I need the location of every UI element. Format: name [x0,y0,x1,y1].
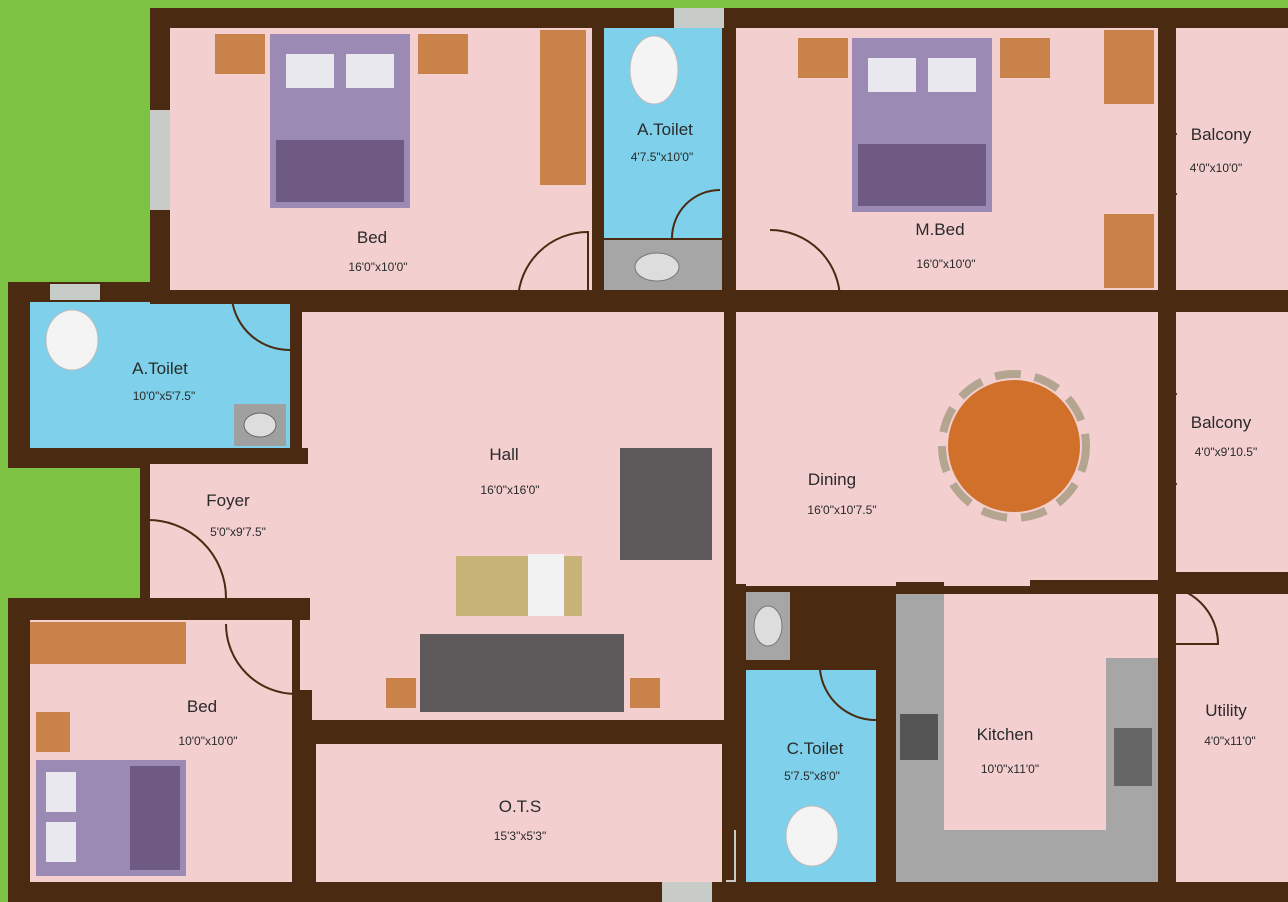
room-name: M.Bed [915,220,964,239]
door [671,189,721,239]
room-name: Dining [808,470,856,489]
master-bed-furniture [798,30,1154,288]
room-name: A.Toilet [637,120,693,139]
interior-walls [8,28,1288,890]
room-name: Bed [357,228,387,247]
room-name: Balcony [1191,125,1252,144]
wardrobe [1104,214,1154,288]
pillow [928,58,976,92]
doors [145,119,1220,722]
door [819,669,877,722]
window [674,8,724,28]
dining-floor [736,312,1158,586]
wardrobe [30,622,186,664]
pillow [286,54,334,88]
wc [45,309,99,371]
armchair [620,448,712,560]
pillow [868,58,916,92]
wc [629,35,679,105]
room-name: Foyer [206,491,250,510]
balcony-top-floor [1176,28,1288,290]
wc [785,805,839,867]
room-size: 4'0"x11'0" [1204,734,1256,748]
wardrobe [1104,30,1154,104]
sofa [420,634,624,712]
side-table [1000,38,1050,78]
room-name: Kitchen [977,725,1034,744]
room-size: 4'7.5"x10'0" [631,150,693,164]
utility-floor [1176,594,1288,882]
door [1159,585,1220,645]
foyer-floor [150,462,310,598]
door [517,230,589,301]
door [231,299,291,352]
window [150,110,170,210]
toilet-fixtures [45,35,839,867]
room-size: 10'0"x5'7.5" [133,389,195,403]
room-size: 5'0"x9'7.5" [210,525,266,539]
room-name: Hall [489,445,518,464]
dining-table [948,380,1080,512]
room-size: 16'0"x16'0" [480,483,539,497]
side-table [418,34,468,74]
room-name: Balcony [1191,413,1252,432]
bed-bottom-furniture [30,622,186,876]
sink [1114,728,1152,786]
room-size: 4'0"x9'10.5" [1195,445,1257,459]
pillow [46,772,76,812]
room-name: O.T.S [499,797,542,816]
door [769,229,841,301]
balcony-mid-floor [1176,312,1288,572]
kitchen-counter [896,594,1158,882]
wardrobe [540,30,586,185]
room-size: 4'0"x10'0" [1190,161,1242,175]
cushion [528,554,564,616]
ots-floor [316,744,722,882]
room-name: C.Toilet [787,739,844,758]
bed-base [130,766,180,870]
side-table [36,712,70,752]
room-name: Utility [1205,701,1247,720]
wash-basin [753,605,783,647]
window [662,882,712,902]
room-size: 16'0"x10'0" [348,260,407,274]
wash-basin [634,252,680,282]
hall-furniture [386,448,712,712]
door [1163,379,1178,499]
room-size: 16'0"x10'7.5" [807,503,876,517]
window [50,284,100,300]
side-table [798,38,848,78]
dining-furniture [938,370,1090,522]
side-table [386,678,416,708]
room-labels: Bed 16'0"x10'0" A.Toilet 4'7.5"x10'0" M.… [132,120,1257,843]
door [1163,119,1178,209]
side-table [630,678,660,708]
room-name: A.Toilet [132,359,188,378]
pillow [46,822,76,862]
side-table [215,34,265,74]
door [145,518,227,599]
bed-base [858,144,986,206]
room-size: 10'0"x11'0" [981,762,1039,776]
door [225,623,297,695]
bed-base [276,140,404,202]
room-size: 10'0"x10'0" [178,734,237,748]
room-size: 5'7.5"x8'0" [784,769,840,783]
bed-top-furniture [215,30,586,208]
pillow [346,54,394,88]
room-size: 16'0"x10'0" [916,257,975,271]
room-size: 15'3"x5'3" [494,829,546,843]
room-name: Bed [187,697,217,716]
stove [900,714,938,760]
